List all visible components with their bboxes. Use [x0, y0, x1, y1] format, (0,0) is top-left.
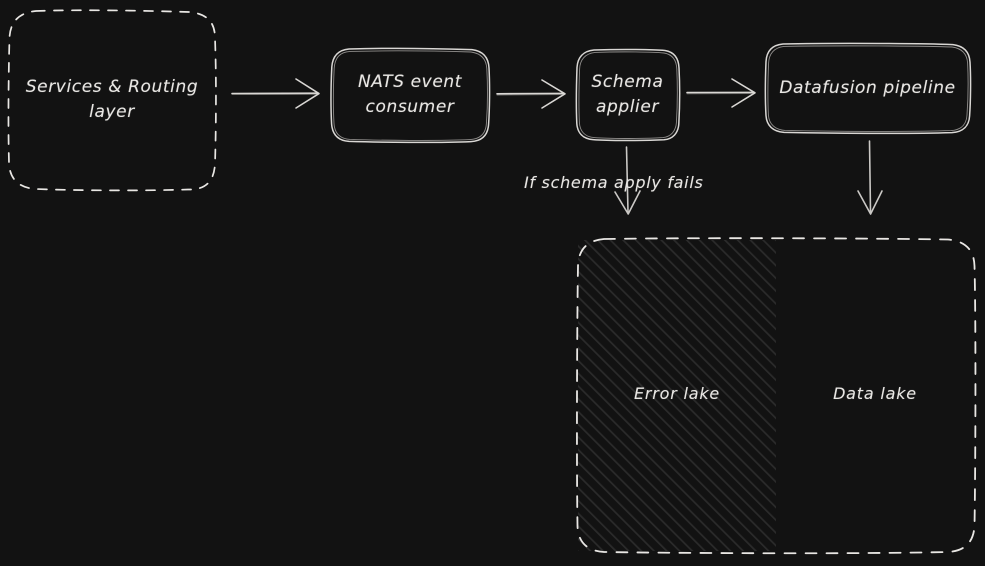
error-lake-label[interactable]: Error lake: [633, 384, 721, 403]
lake-container-outline[interactable]: [576, 237, 977, 555]
edge-nats-to-schema[interactable]: [496, 79, 566, 109]
edge-schema-to-error-lake-label: If schema apply fails: [524, 173, 704, 192]
node-nats-event-consumer[interactable]: NATS event consumer: [331, 48, 489, 142]
services-routing-layer-label: Services & Routing layer: [25, 77, 199, 122]
services-routing-layer-outline[interactable]: [7, 9, 217, 192]
node-schema-applier[interactable]: Schema applier: [576, 49, 679, 140]
edge-schema-to-datafusion[interactable]: [686, 78, 756, 108]
schema-applier-label: Schema applier: [591, 71, 664, 117]
schema-applier-outline[interactable]: [575, 48, 681, 142]
datafusion-pipeline-label: Datafusion pipeline: [779, 77, 956, 98]
data-lake-label[interactable]: Data lake: [833, 384, 917, 403]
nats-event-consumer-outline[interactable]: [330, 47, 491, 144]
error-lake-fill: [578, 240, 776, 551]
datafusion-pipeline-outline[interactable]: [764, 42, 972, 135]
edge-services-to-nats[interactable]: [231, 78, 320, 109]
node-datafusion-pipeline[interactable]: Datafusion pipeline: [765, 43, 970, 133]
node-services-routing-layer[interactable]: Services & Routing layer: [8, 10, 216, 190]
edge-datafusion-to-data-lake[interactable]: [857, 140, 883, 215]
edge-schema-to-error-lake[interactable]: [614, 146, 641, 215]
nats-event-consumer-label: NATS event consumer: [357, 72, 463, 117]
